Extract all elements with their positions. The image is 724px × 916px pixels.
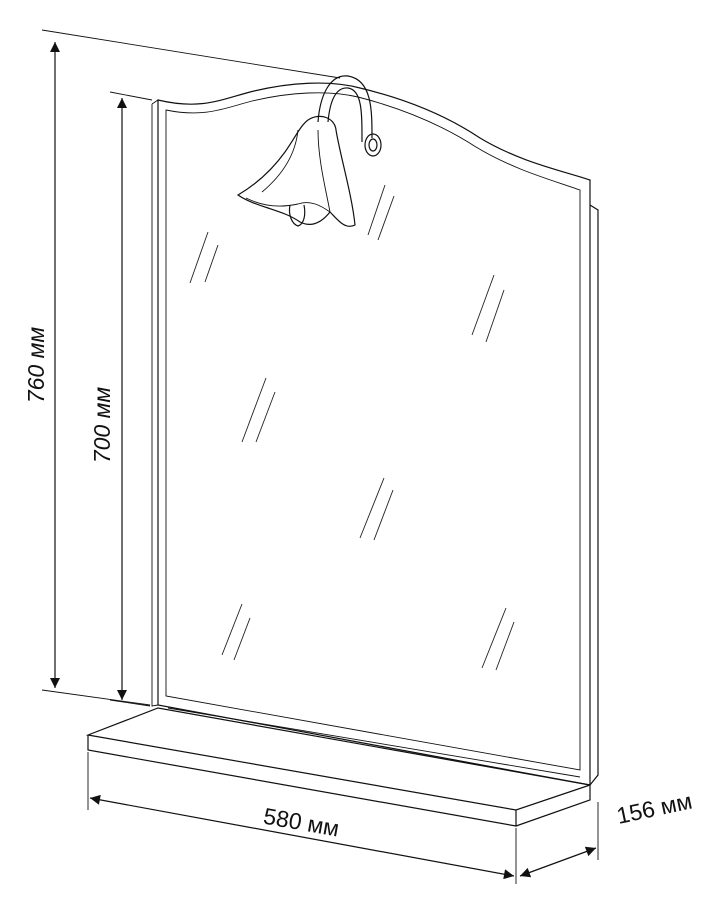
depth-label: 156 мм <box>614 788 694 829</box>
dimension-depth: 156 мм <box>519 788 694 878</box>
dimension-mirror-height: 700 мм <box>89 91 153 707</box>
total-height-label: 760 мм <box>23 327 49 404</box>
dimension-total-height: 760 мм <box>23 29 341 706</box>
shelf <box>85 707 591 827</box>
mirror-reflections <box>189 184 515 671</box>
wall-lamp-icon <box>236 75 382 227</box>
dimension-width: 580 мм <box>87 752 517 884</box>
mirror-frame <box>151 82 599 786</box>
width-label: 580 мм <box>262 803 342 842</box>
mirror-height-label: 700 мм <box>89 387 115 464</box>
